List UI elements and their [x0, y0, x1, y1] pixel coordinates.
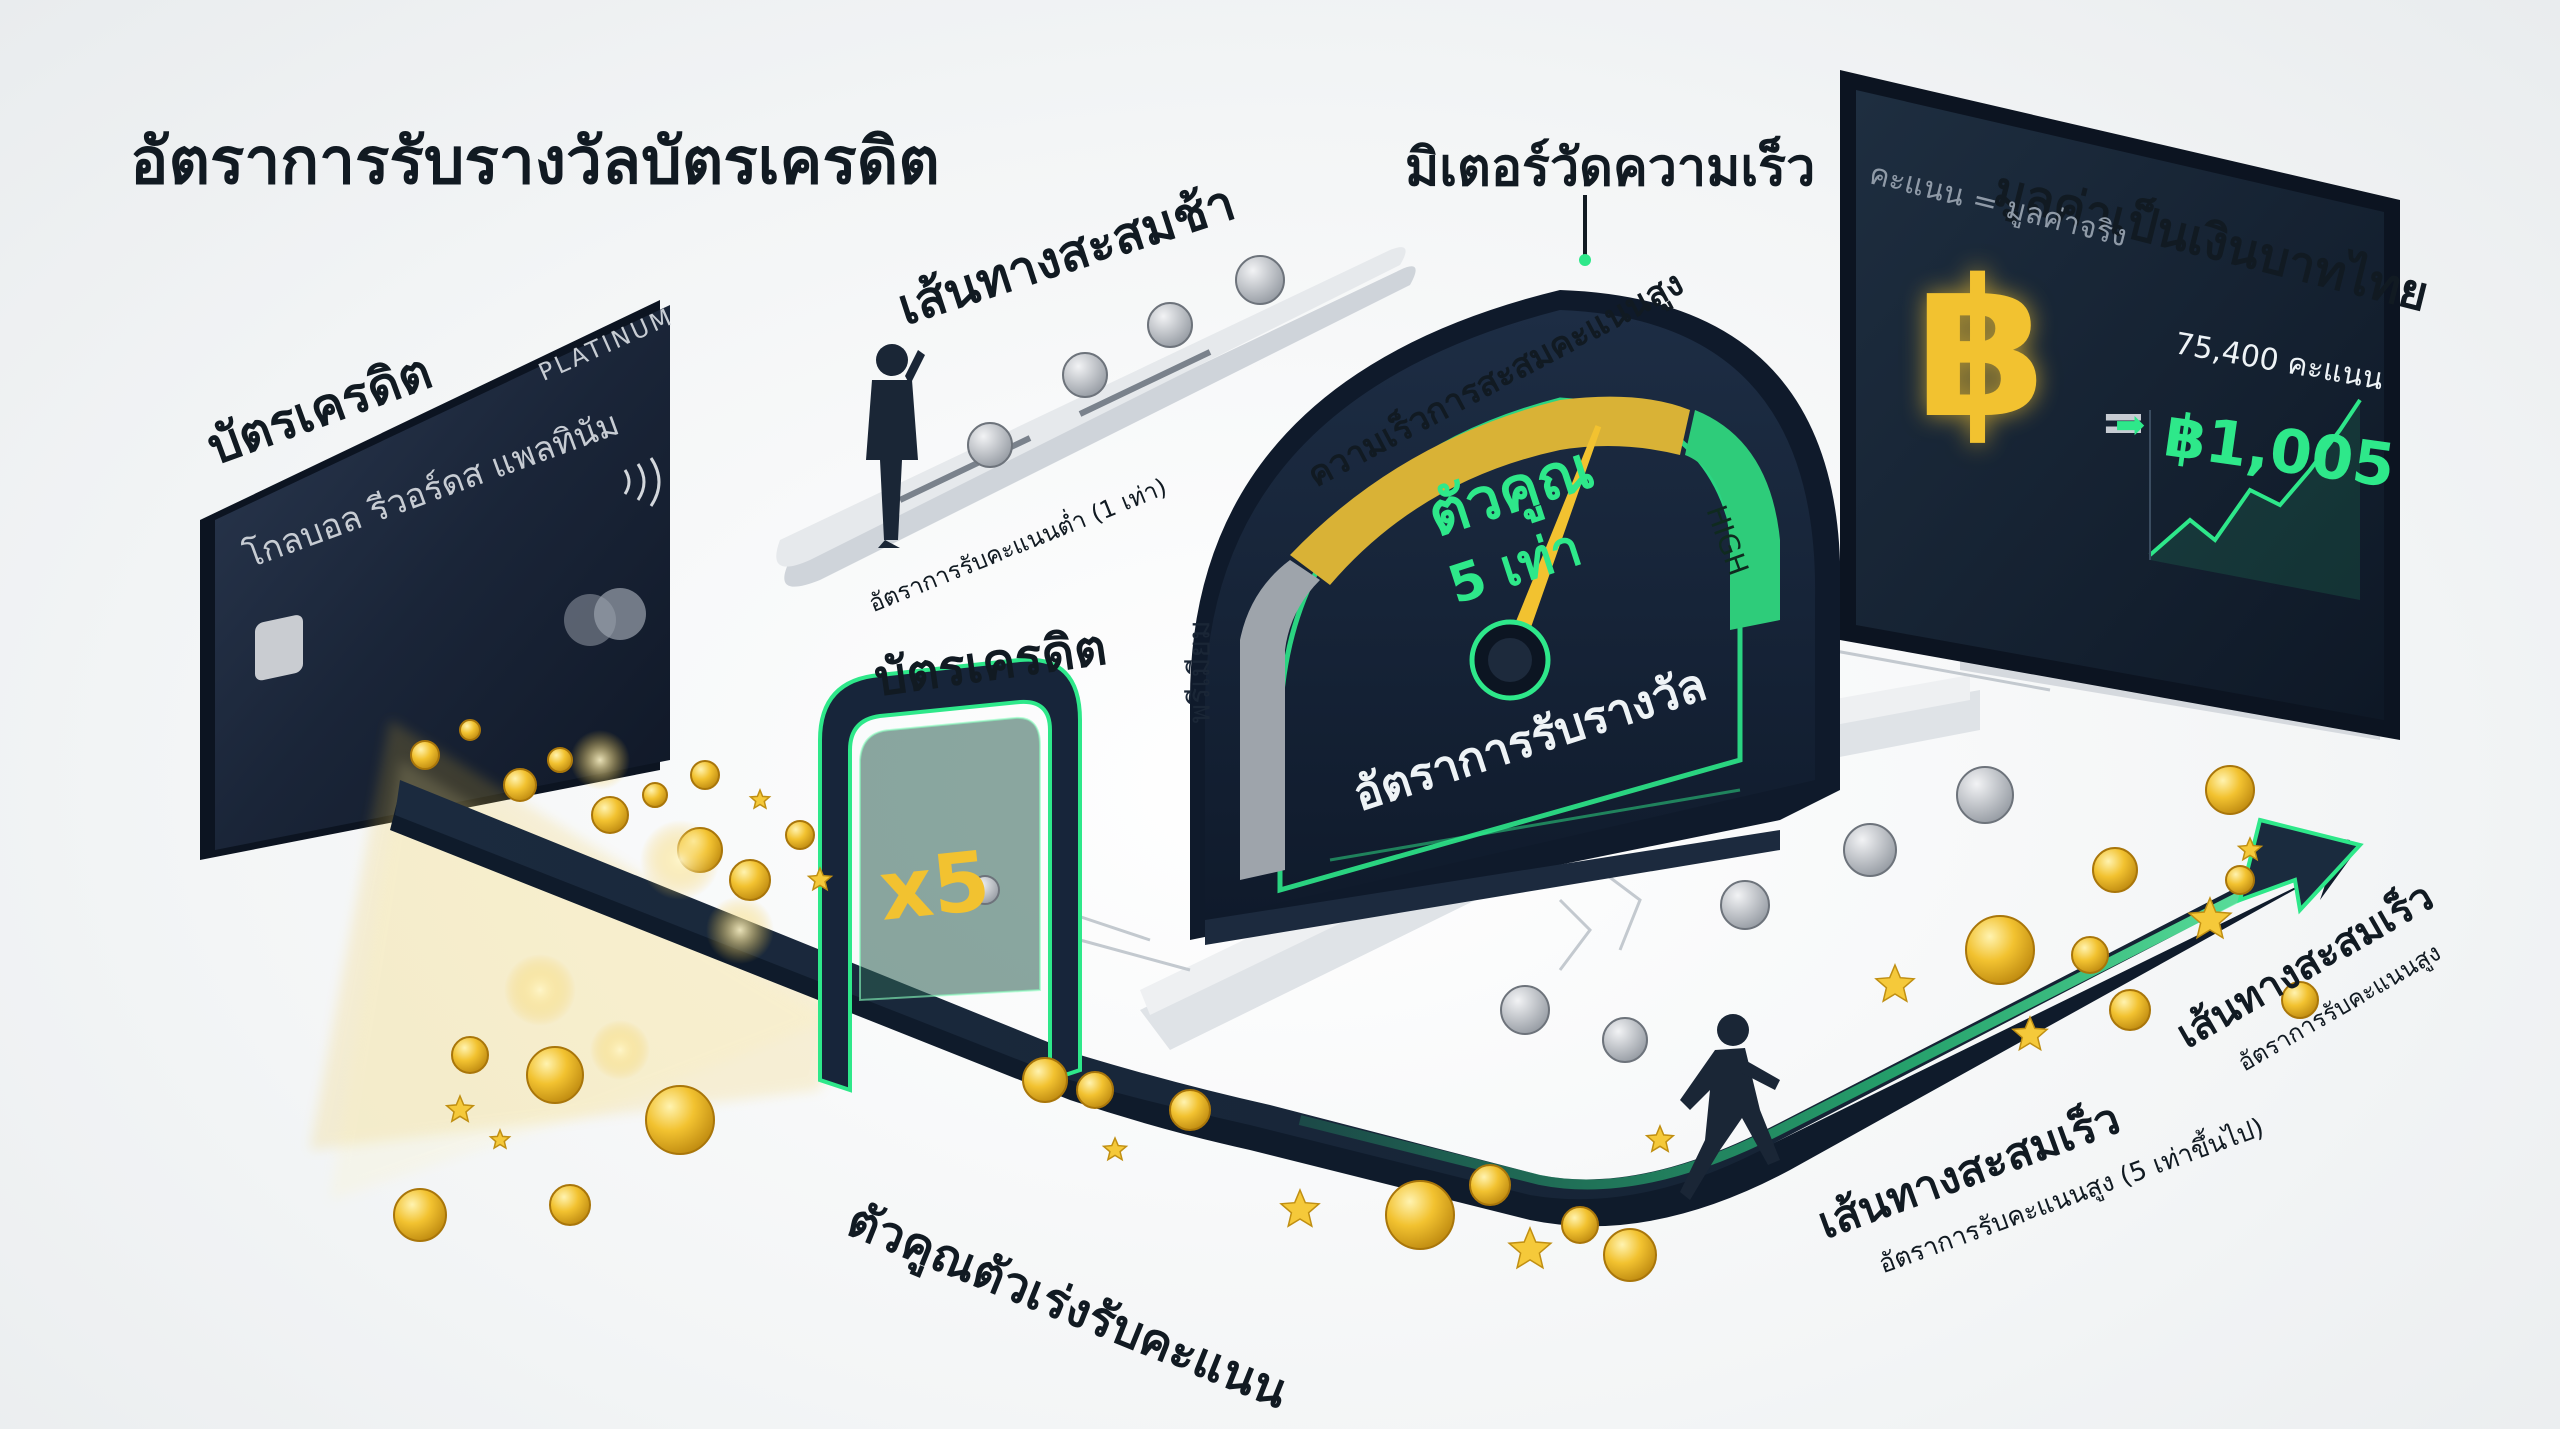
star-icon [444, 1094, 476, 1123]
grey-coin-icon [1602, 1017, 1648, 1063]
star-icon [2011, 1015, 2049, 1052]
gold-coin-icon [2071, 936, 2109, 974]
growth-chart-line [2148, 398, 2362, 557]
gauge-premium-band [1240, 560, 1320, 880]
slow-businessman-figure [866, 344, 925, 548]
lower-circuit-track [1140, 675, 1980, 1050]
gold-coin-icon [1965, 915, 2035, 985]
speedometer [1190, 195, 1841, 945]
sparkle-glow [570, 730, 630, 790]
gold-coin-icon [2109, 989, 2151, 1031]
grey-coin-icon [1956, 766, 2014, 824]
gold-coin-icon [1169, 1089, 1211, 1131]
star-icon [748, 788, 772, 810]
gold-coin-icon [547, 747, 573, 773]
monitor-arrow: ➡ [2115, 405, 2146, 446]
gold-coin-icon [503, 768, 537, 802]
star-icon [1507, 1226, 1553, 1270]
sparkle-glow [640, 820, 720, 900]
monitor-equals: = [2100, 390, 2147, 455]
grey-coin-icon [1843, 823, 1897, 877]
gold-coin-icon [1385, 1180, 1455, 1250]
gold-coin-icon [645, 1085, 715, 1155]
gate-multiplier: x5 [875, 833, 995, 940]
gauge-needle [1501, 425, 1602, 664]
fast-businessman-figure [1680, 1014, 1780, 1200]
credit-card [200, 300, 670, 860]
gold-coin-icon [2205, 765, 2255, 815]
slow-path-track [776, 247, 1416, 587]
grey-coin-icon [1147, 302, 1193, 348]
gold-coin-icon [690, 760, 720, 790]
star-layer [444, 730, 2264, 1270]
grey-coin-icon [1235, 255, 1285, 305]
gold-coin-icon [729, 859, 771, 901]
fast-path-road [390, 780, 2364, 1227]
star-icon [1279, 1188, 1321, 1228]
star-icon [1644, 1124, 1676, 1153]
page-title: อัตราการรับรางวัลบัตรเครดิต [130, 125, 940, 199]
card-chip [255, 615, 303, 681]
gold-coin-icon [393, 1188, 447, 1242]
gold-coin-icon [459, 719, 481, 741]
sparkle-glow [590, 1020, 650, 1080]
star-icon [488, 1128, 512, 1150]
gold-coin-icon [451, 1036, 489, 1074]
grey-coin-icon [1062, 352, 1108, 398]
grey-coin-icon [1500, 985, 1550, 1035]
gold-coin-icon [2225, 865, 2255, 895]
gold-coin-icon [785, 820, 815, 850]
star-icon [1101, 1136, 1129, 1162]
gold-coin-icon [1561, 1206, 1599, 1244]
coin-layer [393, 255, 2319, 1282]
card-network-logo-right [594, 588, 646, 640]
gold-coin-icon [1076, 1071, 1114, 1109]
gold-coin-icon [549, 1184, 591, 1226]
gold-coin-icon [2092, 847, 2138, 893]
star-icon [806, 866, 834, 892]
grey-coin-icon [970, 875, 1000, 905]
contactless-icon [623, 457, 661, 507]
gauge-high-band [1685, 410, 1780, 630]
sparkle-glow [504, 954, 576, 1026]
value-monitor [1840, 70, 2400, 740]
star-icon [2236, 836, 2264, 862]
sparkle-glow [706, 896, 774, 964]
x5-gate [818, 657, 1082, 1093]
star-icon [1874, 963, 1916, 1003]
gauge-premium-label: พรีเมียม [1182, 620, 1218, 724]
grey-coin-icon [967, 422, 1013, 468]
grey-coin-icon [1720, 880, 1770, 930]
gold-coin-icon [526, 1046, 584, 1104]
star-icon [2187, 896, 2233, 940]
gold-coin-icon [2281, 981, 2319, 1019]
fast-path-arrowhead [2237, 817, 2364, 915]
gold-coin-icon [1469, 1164, 1511, 1206]
speedometer-label: มิเตอร์วัดความเร็ว [1405, 138, 1816, 198]
baht-symbol: ฿ [1915, 239, 2048, 460]
gold-coin-icon [1022, 1057, 1068, 1103]
gold-coin-icon [1603, 1228, 1657, 1282]
gold-coin-icon [642, 782, 668, 808]
gold-coin-icon [410, 740, 440, 770]
gold-coin-icon [591, 796, 629, 834]
